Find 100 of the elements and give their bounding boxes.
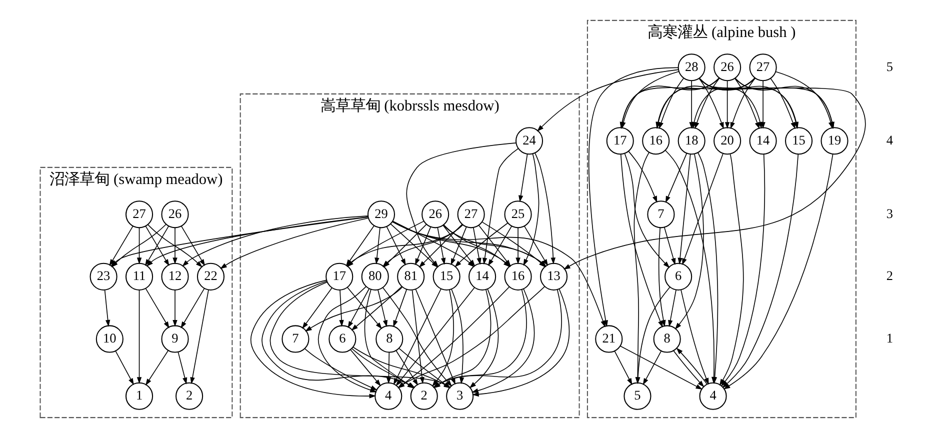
arrow — [347, 286, 382, 330]
arrow — [302, 288, 332, 329]
arrow — [451, 288, 464, 384]
arrow — [386, 226, 406, 266]
node-circle: 6 — [328, 325, 356, 353]
node-circle: 80 — [361, 262, 389, 290]
node-circle: 5 — [624, 382, 652, 410]
label: 4 — [886, 132, 893, 148]
arrow — [674, 154, 704, 330]
arrow — [664, 226, 676, 265]
arrow — [472, 227, 482, 265]
node-circle: 29 — [367, 200, 396, 228]
arrow — [339, 290, 344, 327]
node-circle: 10 — [96, 325, 124, 353]
arrow — [393, 288, 408, 328]
node-circle: 26 — [422, 200, 450, 228]
arrow — [624, 153, 670, 268]
node-circle: 18 — [678, 127, 706, 155]
arrow — [698, 78, 724, 130]
node-circle: 7 — [282, 325, 310, 353]
arrow — [682, 153, 724, 266]
arrow — [104, 290, 110, 327]
arrow — [178, 352, 188, 384]
arrow — [537, 69, 679, 132]
arrow — [678, 154, 691, 265]
arrow — [378, 289, 388, 327]
arrow — [482, 148, 519, 265]
arrow — [396, 287, 475, 386]
node-circle: 26 — [714, 54, 742, 82]
arrow — [614, 350, 632, 386]
node-circle: 21 — [595, 325, 623, 353]
arrow — [147, 224, 203, 268]
node-circle: 17 — [606, 127, 634, 155]
node-circle: 27 — [457, 200, 485, 228]
node-circle: 15 — [785, 127, 813, 155]
arrow — [534, 152, 556, 264]
node-circle: 20 — [714, 127, 742, 155]
arrow — [450, 226, 467, 266]
node-circle: 8 — [376, 325, 404, 353]
label: 5 — [886, 58, 893, 74]
node-circle: 9 — [161, 325, 189, 353]
arrow — [396, 350, 418, 386]
arrow — [469, 288, 499, 388]
node-circle: 14 — [468, 262, 496, 290]
arrow — [620, 346, 703, 390]
arrow — [724, 80, 730, 129]
arrow — [666, 153, 688, 203]
arrow — [351, 286, 402, 331]
arrow — [172, 290, 178, 327]
arrow — [564, 78, 866, 270]
node-circle: 28 — [678, 54, 706, 82]
node-circle: 4 — [699, 382, 727, 410]
node-circle: 1 — [126, 382, 154, 410]
node-circle: 16 — [504, 262, 532, 290]
node-circle: 16 — [642, 127, 670, 155]
node-circle: 23 — [90, 262, 118, 290]
arrow — [723, 154, 834, 390]
node-circle: 8 — [653, 325, 681, 353]
arrow — [115, 350, 134, 386]
node-circle: 2 — [176, 382, 204, 410]
arrow — [472, 288, 570, 397]
arrow — [386, 352, 392, 384]
node-circle: 25 — [504, 200, 532, 228]
arrow — [472, 288, 535, 393]
arrow — [642, 350, 662, 386]
arrow — [180, 288, 205, 328]
arrow — [437, 227, 446, 265]
node-circle: 17 — [326, 262, 354, 290]
node-circle: 2 — [410, 382, 438, 410]
arrow — [412, 290, 424, 384]
node-circle: 6 — [664, 262, 692, 290]
label: 2 — [886, 268, 893, 284]
node-circle: 19 — [820, 127, 848, 155]
arrow — [680, 289, 709, 385]
node-circle: 26 — [161, 200, 189, 228]
node-circle: 81 — [397, 262, 425, 290]
arrow — [734, 78, 760, 130]
node-circle: 13 — [540, 262, 568, 290]
label: 1 — [886, 330, 893, 346]
label: 3 — [886, 206, 893, 221]
arrow — [415, 226, 432, 266]
arrow — [145, 350, 169, 386]
arrow — [145, 288, 170, 328]
node-circle: 3 — [446, 382, 474, 410]
arrow — [516, 228, 520, 264]
arrow — [190, 289, 209, 384]
arrow — [136, 228, 142, 264]
arrow — [668, 289, 676, 327]
node-circle: 4 — [374, 382, 402, 410]
arrow — [518, 154, 528, 202]
arrow — [348, 288, 370, 328]
arrow — [172, 228, 178, 264]
arrow — [730, 78, 756, 129]
arrow — [374, 228, 380, 264]
arrow — [770, 78, 796, 130]
node-circle: 24 — [515, 127, 544, 155]
node-circle: 27 — [749, 54, 777, 82]
arrow — [136, 290, 142, 384]
node-circle: 27 — [126, 200, 154, 228]
arrow — [658, 78, 684, 129]
